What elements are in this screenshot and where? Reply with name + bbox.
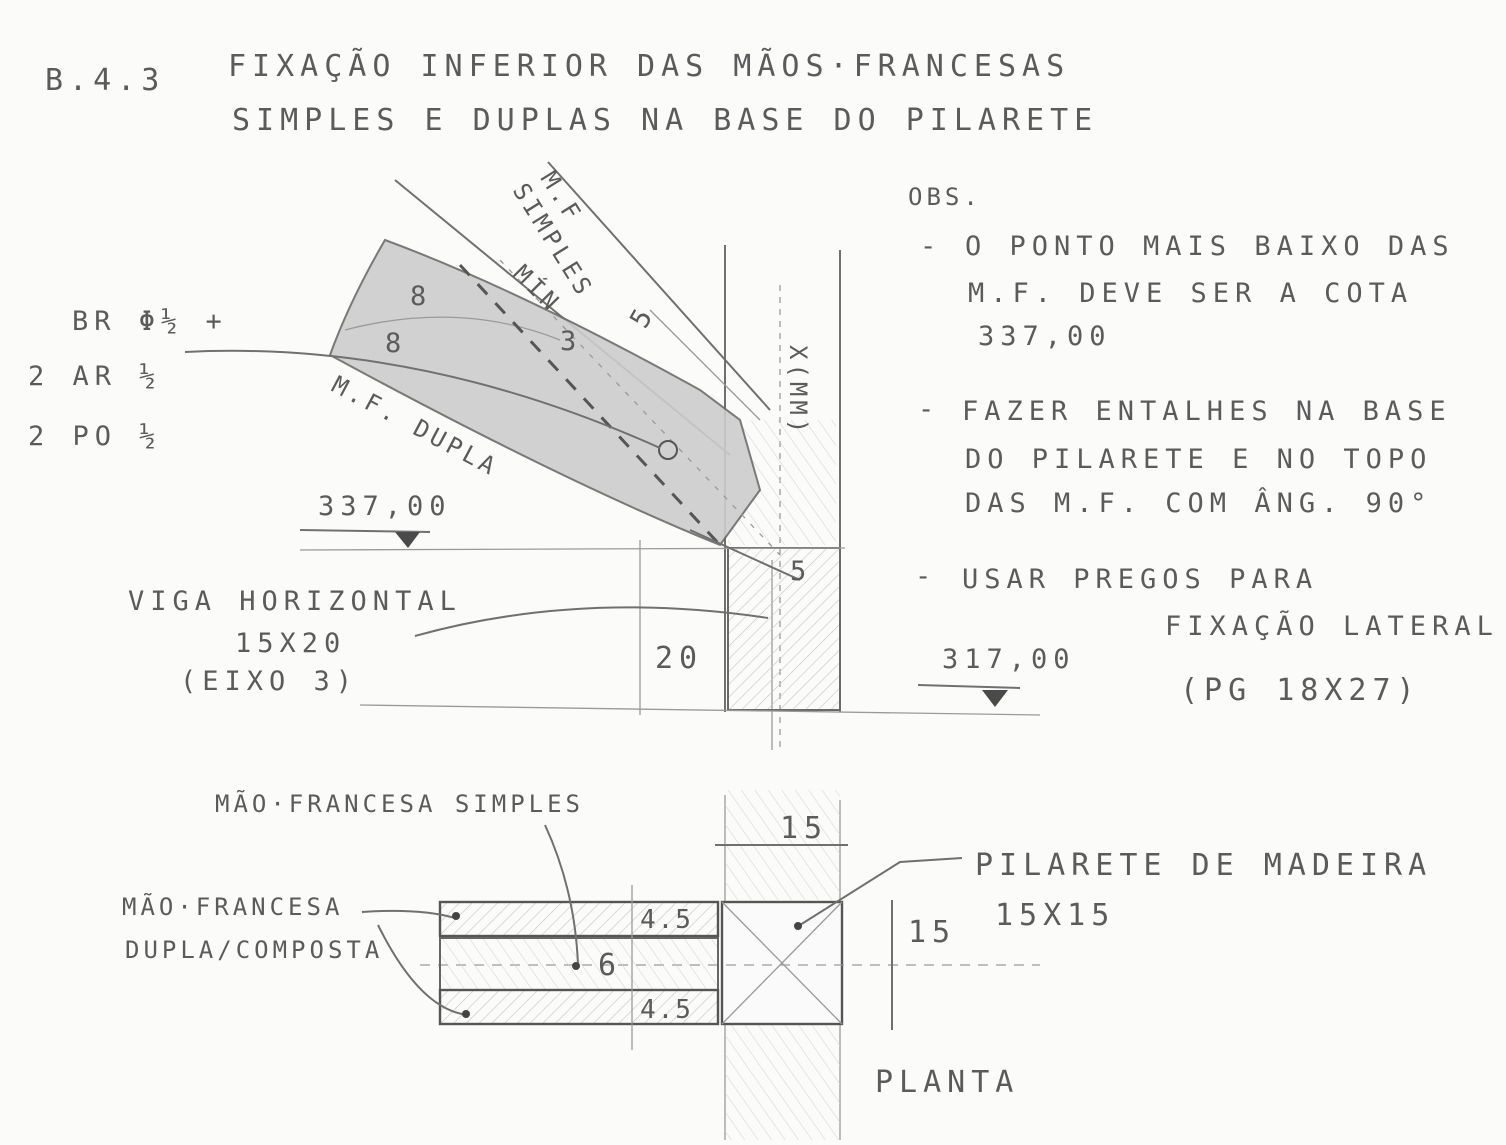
note-1-line-1: O PONTO MAIS BAIXO DAS: [965, 231, 1455, 262]
note-3-line-2: FIXAÇÃO LATERAL: [1165, 610, 1499, 642]
plan-dupla-bottom-ply: [438, 988, 720, 1026]
plan-mf-dupla-dot-1-icon: [452, 912, 460, 920]
level-317-marker-icon: [982, 690, 1008, 707]
beam-section: [727, 547, 841, 711]
level-337-line: [299, 529, 431, 533]
level-337-text: 337,00: [318, 491, 452, 522]
mf-dupla-axis: [458, 263, 722, 547]
level-317-line: [917, 684, 1021, 689]
beam-line-2: 15x20: [235, 628, 346, 659]
note-1-dash: -: [920, 231, 942, 262]
x-mm-label: X(mm): [784, 345, 812, 437]
beam-top-line: [299, 547, 846, 551]
beam-line-3: (EIXO 3): [180, 666, 358, 697]
plan-post-dot-icon: [794, 922, 802, 930]
note-3-line-3: (PG 18x27): [1180, 673, 1421, 708]
plan-mf-simples-leader: [544, 824, 579, 966]
plan-mf-dupla-label-2: DUPLA/COMPOSTA: [125, 936, 383, 964]
note-3-line-1: USAR PREGOS PARA: [962, 564, 1318, 595]
bolt-leader: [184, 349, 661, 449]
plan-view: 15 15 4.5 6 4.5 MÃO·FRANCESA SIMPLES MÃO…: [122, 788, 1432, 1140]
bolt-line-3: 2 PO ½: [28, 421, 162, 452]
plan-post-hatch-bottom: [725, 1025, 840, 1140]
mf-dupla-axis-2: [499, 259, 781, 556]
plan-dim-15-side: 15: [908, 915, 956, 950]
title-line-1: FIXAÇÃO INFERIOR DAS MÃOS·FRANCESAS: [228, 48, 1070, 84]
mf-dupla-body: [328, 238, 762, 547]
note-3-dash: -: [915, 561, 937, 592]
section-code: B.4.3: [45, 63, 165, 98]
plan-mf-simples-dot-icon: [572, 962, 580, 970]
title-line-2: SIMPLES E DUPLAS NA BASE DO PILARETE: [232, 103, 1098, 138]
beam-bottom-line: [359, 704, 1041, 716]
notch-line: [689, 529, 801, 581]
plan-post-leader: [799, 857, 963, 926]
note-1-line-3: 337,00: [978, 321, 1112, 352]
mf-simples-upper-edge: [547, 161, 771, 411]
plan-dim-6: 6: [598, 948, 622, 983]
dim-8-lower: 8: [385, 328, 407, 359]
plan-view-label: PLANTA: [875, 1065, 1019, 1100]
level-337-marker-icon: [395, 532, 420, 548]
notes-heading: OBS.: [908, 183, 982, 211]
header: B.4.3 FIXAÇÃO INFERIOR DAS MÃOS·FRANCESA…: [45, 48, 1098, 138]
plan-mf-dupla-leader-2: [377, 924, 469, 1016]
mf-dupla-shading: [344, 316, 561, 341]
plan-post-label-2: 15x15: [995, 898, 1115, 933]
elevation-detail: M.F SIMPLES MÍN 8 8 3 5 5 X(mm) M.F. DUP…: [28, 161, 1076, 750]
plan-mf-dupla-leader-1: [361, 909, 456, 919]
bolt-icon: [658, 440, 678, 460]
plan-post-label-1: PILARETE DE MADEIRA: [975, 848, 1432, 883]
beam-leader: [414, 606, 769, 637]
plan-dim-15-top: 15: [780, 811, 828, 846]
bolt-line-1: BR ϕ½ +: [72, 306, 228, 337]
note-2-line-1: FAZER ENTALHES NA BASE: [962, 396, 1452, 427]
notes: OBS. - O PONTO MAIS BAIXO DAS M.F. DEVE …: [908, 183, 1499, 708]
dim-8-upper: 8: [410, 281, 432, 312]
beam-line-1: VIGA HORIZONTAL: [128, 586, 462, 617]
note-2-dash: -: [918, 394, 940, 425]
dim-5: 5: [624, 299, 662, 334]
plan-mf-simples-label: MÃO·FRANCESA SIMPLES: [215, 788, 584, 818]
plan-post-diag-2: [721, 901, 843, 1025]
bolt-line-2: 2 AR ½: [28, 361, 162, 392]
plan-dim-45-top: 4.5: [640, 905, 693, 935]
plan-dim-45-bottom: 4.5: [640, 995, 693, 1025]
plan-dupla-top-ply: [438, 900, 720, 938]
dim-5-line: [649, 309, 761, 421]
plan-mf-dupla-label-1: MÃO·FRANCESA: [122, 891, 343, 921]
dim-3: 3: [560, 326, 582, 357]
note-2-line-3: DAS M.F. COM ÂNG. 90°: [965, 487, 1432, 519]
plan-mf-dupla-dot-2-icon: [462, 1010, 470, 1018]
note-2-line-2: DO PILARETE E NO TOPO: [965, 444, 1432, 475]
dim-20: 20: [655, 641, 703, 676]
note-1-line-2: M.F. DEVE SER A COTA: [968, 278, 1413, 309]
dim-5-lower: 5: [790, 556, 812, 587]
level-317-text: 317,00: [942, 644, 1076, 675]
